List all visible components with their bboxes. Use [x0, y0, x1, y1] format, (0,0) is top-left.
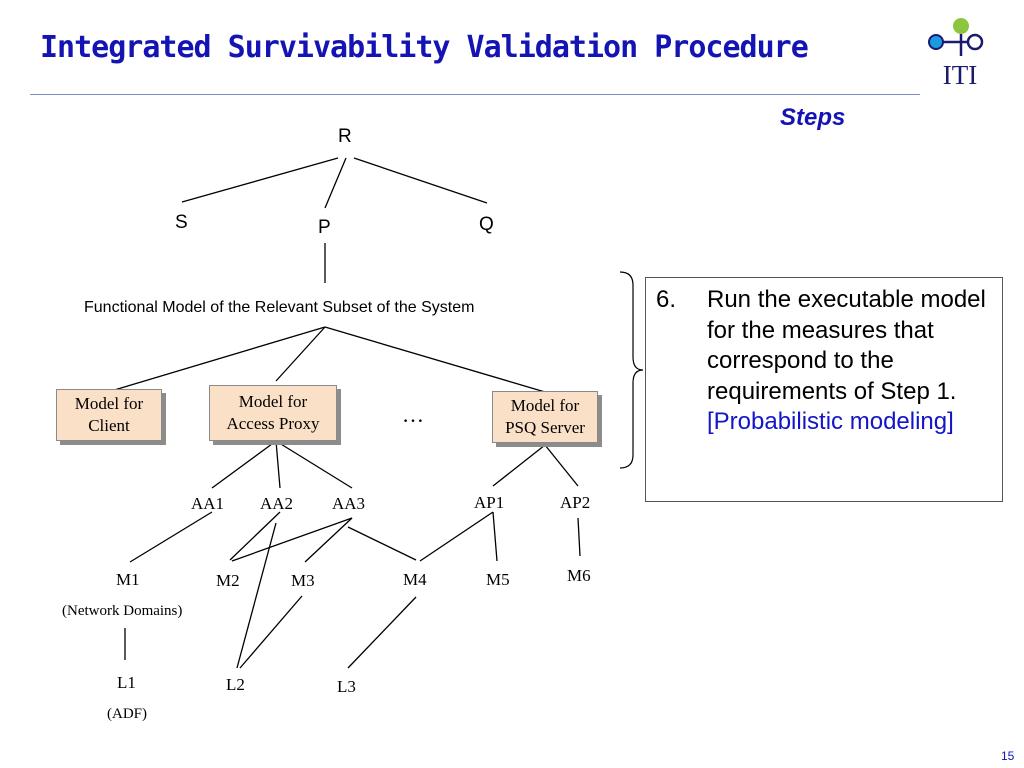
node-aa1: AA1	[191, 494, 225, 513]
functional-model-label: Functional Model of the Relevant Subset …	[84, 299, 475, 316]
edge-fm-proxy	[275, 326, 326, 382]
node-s: S	[175, 212, 188, 233]
node-p: P	[318, 217, 331, 238]
node-r: R	[338, 126, 352, 147]
step-emphasis: [Probabilistic modeling]	[707, 408, 954, 435]
model-proxy-line1: Model for	[238, 392, 308, 411]
node-aa3: AA3	[332, 494, 366, 513]
node-ap2: AP2	[560, 493, 591, 512]
node-m3: M3	[291, 571, 315, 590]
slide-title: Integrated Survivability Validation Proc…	[40, 30, 809, 65]
edge-r-p	[324, 157, 347, 209]
node-m1: M1	[116, 570, 140, 589]
title-divider	[30, 94, 920, 95]
edge-proxy-aa3	[275, 440, 353, 489]
step-text: Run the executable model for the measure…	[707, 286, 986, 405]
logo-text: ITI	[943, 60, 977, 90]
node-m4: M4	[403, 570, 427, 589]
edge-psq-ap1	[492, 444, 546, 487]
node-m1-note: (Network Domains)	[62, 603, 183, 619]
model-client-line1: Model for	[74, 394, 144, 413]
edge-aa3-m3	[304, 517, 353, 563]
edge-proxy-aa2	[275, 440, 281, 489]
edge-ap1-m4	[419, 511, 494, 562]
edge-aa2-m2	[229, 511, 281, 561]
edge-aa3-m4	[347, 526, 417, 561]
step-brace	[619, 271, 644, 469]
edge-ap2-m6	[577, 517, 581, 557]
node-m5: M5	[486, 570, 510, 589]
model-client-line2: Client	[88, 416, 130, 435]
edge-psq-ap2	[544, 444, 579, 487]
edge-m4-l3	[347, 596, 417, 669]
page-number: 15	[1001, 749, 1015, 763]
edge-m3-l2	[239, 595, 303, 669]
iti-logo: ITI	[928, 18, 984, 90]
edge-aa2-l2	[236, 522, 277, 669]
edge-fm-client	[110, 326, 326, 392]
model-psq-line1: Model for	[510, 396, 580, 415]
node-q: Q	[479, 214, 494, 235]
node-m6: M6	[567, 566, 591, 585]
edge-r-s	[181, 157, 339, 203]
steps-heading: Steps	[780, 104, 846, 131]
step-number: 6.	[656, 286, 677, 313]
node-l1-note: (ADF)	[107, 706, 147, 722]
model-proxy-line2: Access Proxy	[226, 414, 320, 433]
more-models-ellipsis: …	[402, 402, 424, 427]
node-ap1: AP1	[474, 493, 505, 512]
edge-r-q	[353, 157, 488, 204]
node-l1: L1	[117, 673, 136, 692]
edge-ap1-m5	[492, 511, 498, 562]
edge-fm-psq	[324, 326, 546, 393]
node-l2: L2	[226, 675, 245, 694]
node-l3: L3	[337, 677, 356, 696]
edge-aa3-m2	[231, 517, 353, 562]
step-description: Run the executable model for the measure…	[707, 285, 992, 438]
edge-aa1-m1	[129, 511, 213, 563]
node-aa2: AA2	[260, 494, 294, 513]
edge-proxy-aa1	[211, 440, 277, 489]
node-m2: M2	[216, 571, 240, 590]
model-psq-line2: PSQ Server	[505, 418, 585, 437]
step-callout: 6. Run the executable model for the meas…	[645, 277, 1003, 502]
